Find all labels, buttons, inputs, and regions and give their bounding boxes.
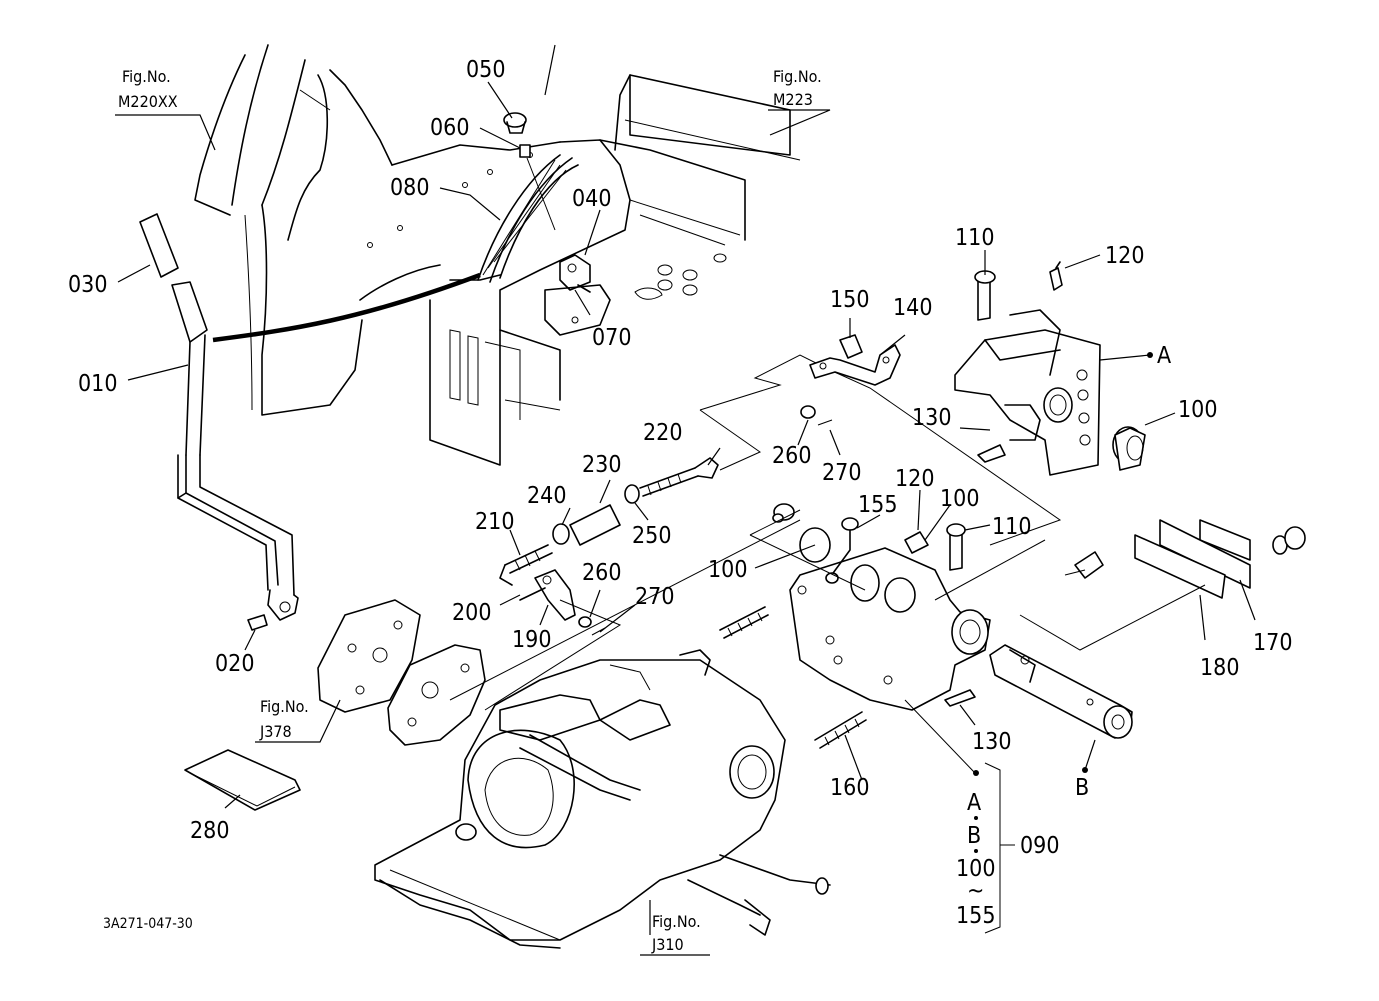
bracket-assembly-upper: [954, 261, 1146, 476]
set-bracket: [984, 762, 1015, 934]
control-cable: [212, 272, 481, 343]
set-note-090: A B 100 ~ 155 090: [956, 790, 1060, 929]
tractor-body: [367, 74, 801, 466]
callout-120-upper: 120: [1105, 243, 1145, 269]
lever-010: [139, 213, 299, 631]
svg-text:090: 090: [1020, 833, 1060, 859]
gaskets: [317, 599, 486, 746]
bracket-040: [559, 254, 591, 293]
callout-010: 010: [78, 371, 118, 397]
callout-240: 240: [527, 483, 567, 509]
callout-220: 220: [643, 420, 683, 446]
figref-j310: Fig.No. J310: [651, 912, 701, 954]
callout-190: 190: [512, 627, 552, 653]
leader-lines: [115, 44, 1256, 956]
callout-260-lower: 260: [582, 560, 622, 586]
callout-050: 050: [466, 57, 506, 83]
callout-100-upper: 100: [1178, 397, 1218, 423]
svg-text:Fig.No.: Fig.No.: [773, 67, 822, 86]
callout-210: 210: [475, 509, 515, 535]
svg-text:100: 100: [956, 856, 996, 882]
leader-box-linkage: [484, 354, 1062, 711]
callout-labels: 050 060 080 040 070 030 010 020 110 120 …: [68, 57, 1293, 844]
callout-180: 180: [1200, 655, 1240, 681]
callout-155: 155: [858, 492, 898, 518]
callout-130-lower: 130: [972, 729, 1012, 755]
callout-100-lower: 100: [708, 557, 748, 583]
callout-060: 060: [430, 115, 470, 141]
svg-text:A: A: [967, 790, 981, 816]
callout-b: B: [1075, 775, 1089, 801]
callout-280: 280: [190, 818, 230, 844]
callout-270-upper: 270: [822, 460, 862, 486]
callout-150: 150: [830, 287, 870, 313]
callout-250: 250: [632, 523, 672, 549]
figref-m220xx: Fig.No. M220XX: [118, 67, 178, 111]
lever-guide-080: [449, 154, 579, 283]
callout-030: 030: [68, 272, 108, 298]
svg-text:B: B: [967, 823, 981, 849]
transmission-housing: [374, 649, 831, 949]
svg-text:J378: J378: [259, 722, 292, 741]
bracket-assembly-lower: [772, 503, 991, 711]
callout-260-upper: 260: [772, 443, 812, 469]
callout-110-lower: 110: [992, 514, 1032, 540]
svg-text:Fig.No.: Fig.No.: [652, 912, 701, 931]
callout-a: A: [1157, 343, 1171, 369]
callout-200: 200: [452, 600, 492, 626]
link-190: [519, 569, 606, 636]
bracket-140: [800, 334, 901, 426]
svg-text:J310: J310: [651, 935, 684, 954]
figref-m223: Fig.No. M223: [773, 67, 822, 109]
callout-270-lower: 270: [635, 584, 675, 610]
point-a-dot: [1147, 352, 1153, 358]
svg-text:M220XX: M220XX: [118, 92, 178, 111]
svg-text:M223: M223: [773, 90, 813, 109]
callout-130-upper: 130: [912, 405, 952, 431]
stud-bolts-160: [719, 606, 867, 749]
callout-120-lower: 120: [895, 466, 935, 492]
linkage-rod: [499, 457, 719, 586]
callout-110-upper: 110: [955, 225, 995, 251]
callout-170: 170: [1253, 630, 1293, 656]
callout-080: 080: [390, 175, 430, 201]
callout-230: 230: [582, 452, 622, 478]
set-dot: [973, 770, 979, 776]
point-b-dot: [1082, 767, 1088, 773]
callout-100-mid: 100: [940, 486, 980, 512]
figref-j378: Fig.No. J378: [259, 697, 309, 741]
svg-text:~: ~: [967, 878, 984, 904]
svg-text:Fig.No.: Fig.No.: [260, 697, 309, 716]
plate-170-180: [1064, 519, 1306, 599]
callout-040: 040: [572, 186, 612, 212]
svg-text:155: 155: [956, 903, 996, 929]
callout-020: 020: [215, 651, 255, 677]
callout-160: 160: [830, 775, 870, 801]
knob-050: [503, 112, 556, 231]
callout-140: 140: [893, 295, 933, 321]
cross-shaft: [989, 644, 1133, 739]
leader-box-lower: [449, 509, 1206, 774]
svg-text:Fig.No.: Fig.No.: [122, 67, 171, 86]
manual-280: [184, 749, 301, 811]
drawing-code: 3A271-047-30: [103, 916, 193, 932]
callout-070: 070: [592, 325, 632, 351]
cab-fender-outline: [194, 44, 561, 416]
